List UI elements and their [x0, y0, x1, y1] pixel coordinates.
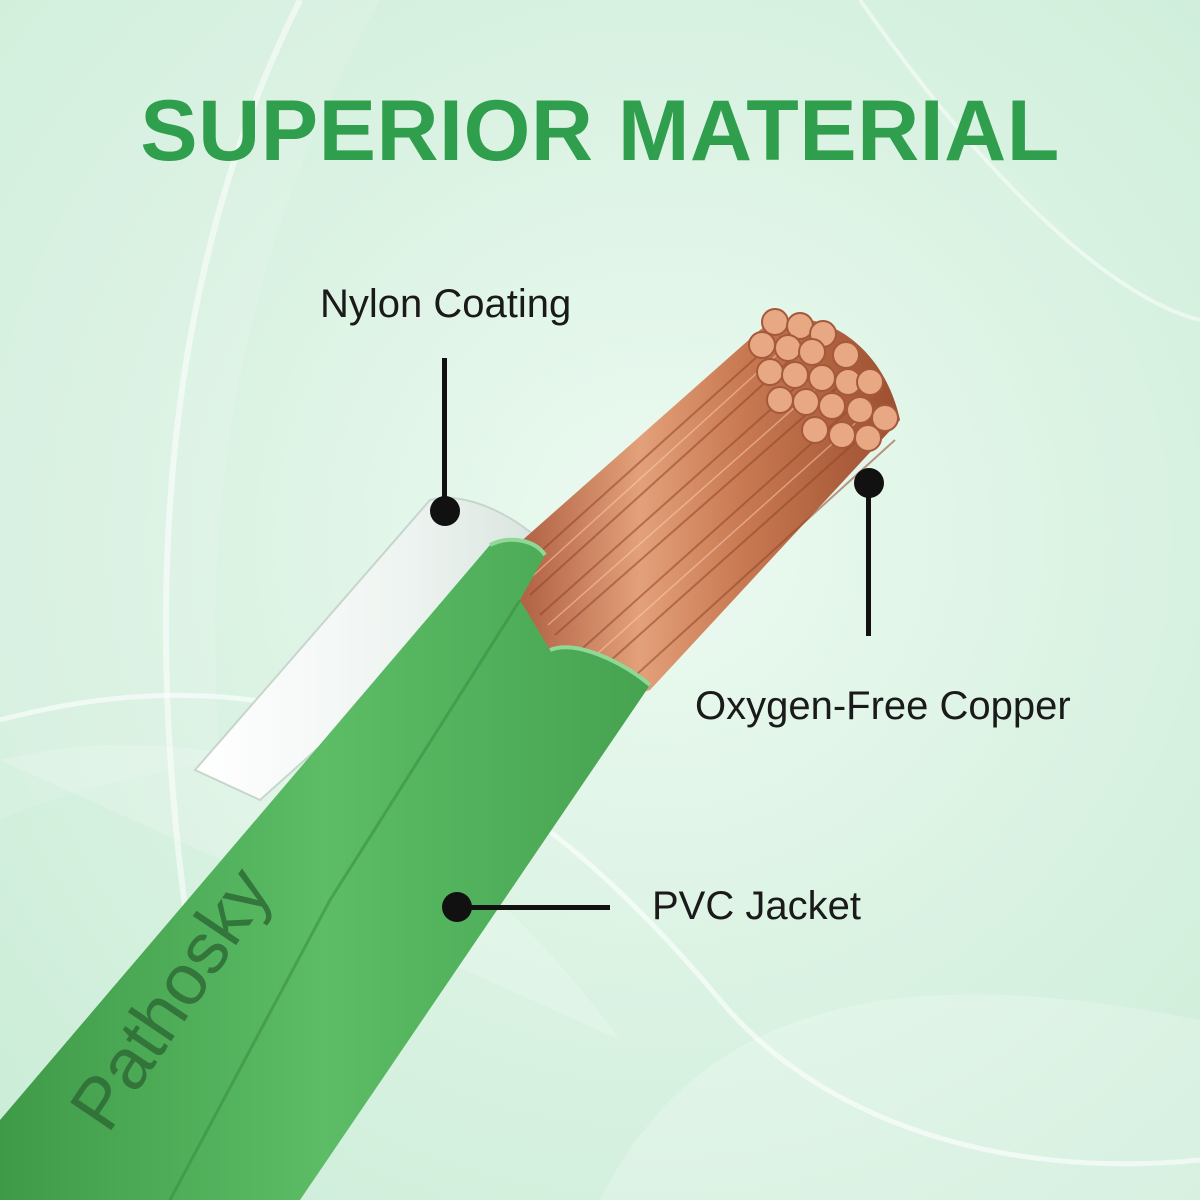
label-pvc-jacket: PVC Jacket — [652, 884, 861, 928]
callout-line-nylon — [442, 358, 447, 510]
label-oxygen-free-copper: Oxygen-Free Copper — [695, 684, 1071, 728]
label-nylon-coating: Nylon Coating — [320, 282, 572, 326]
callout-dot-nylon — [430, 496, 460, 526]
callout-line-copper — [866, 484, 871, 636]
callout-line-pvc — [458, 905, 610, 910]
copper-strand-tips — [748, 308, 899, 452]
pvc-jacket-shape — [0, 539, 650, 1200]
page-title: SUPERIOR MATERIAL — [140, 83, 1060, 179]
